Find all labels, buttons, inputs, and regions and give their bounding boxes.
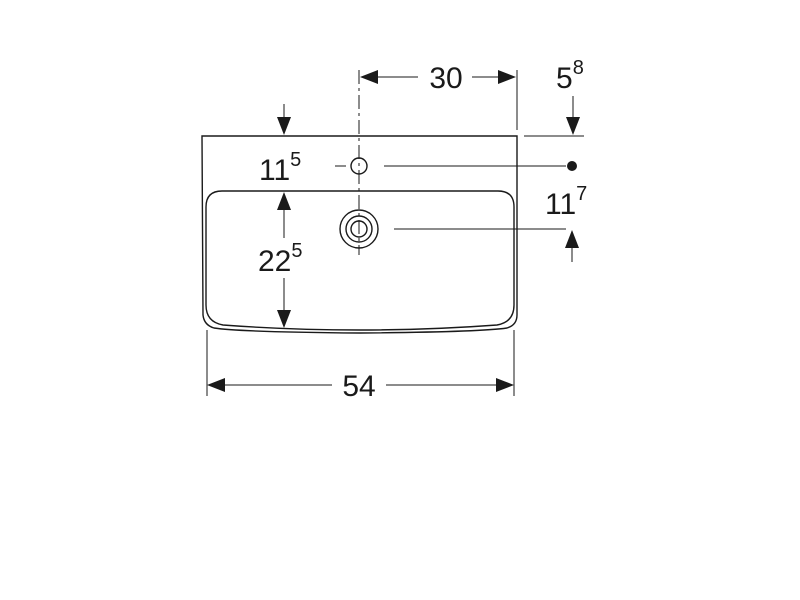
arrow-54-right [496,378,514,392]
dim-115-label: 115 [259,149,301,187]
arrow-54-left [207,378,225,392]
dim-117-point [567,161,577,171]
basin-outline [201,135,518,334]
arrow-115-top [277,117,291,135]
dim-30-label: 30 [429,62,462,95]
arrow-58 [566,117,580,135]
arrow-30-left [360,70,378,84]
dim-54-label: 54 [342,370,375,403]
dim-58-label: 58 [556,57,584,95]
dim-225-label: 225 [258,240,303,278]
arrow-117-bottom [565,230,579,248]
bowl-outline [205,190,515,331]
dim-117-label: 117 [545,183,587,221]
arrow-225-top [277,192,291,210]
arrow-225-bottom [277,310,291,328]
arrow-30-right [498,70,516,84]
